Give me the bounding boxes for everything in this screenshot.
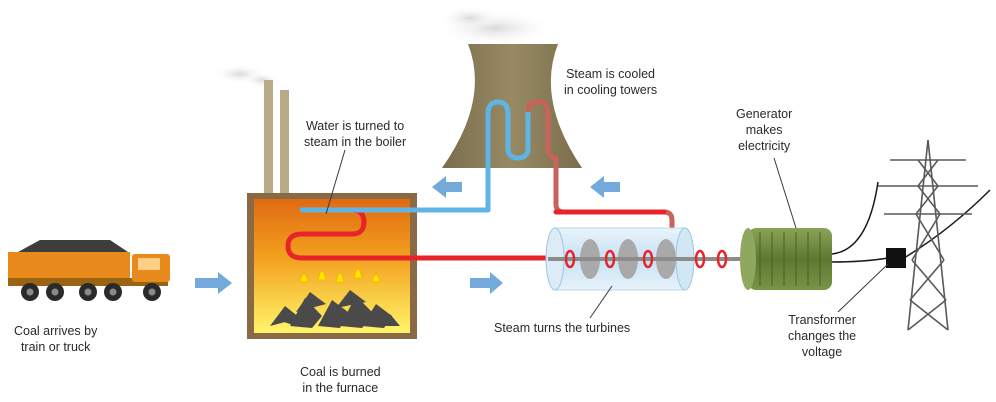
arrow-right-icon: [470, 272, 503, 294]
chimney: [264, 80, 289, 195]
leader-lines: [325, 149, 889, 319]
flames: [299, 268, 381, 283]
label-generator: Generator makes electricity: [736, 107, 793, 153]
coal-pile: [270, 290, 400, 328]
generator: [740, 228, 832, 290]
cool-pipe: [299, 99, 531, 213]
cooling-tower: [442, 44, 582, 168]
label-turbines: Steam turns the turbines: [494, 321, 631, 335]
turbine-steam-rings: [564, 249, 728, 269]
arrow-left-icon: [590, 176, 620, 198]
warm-pipe: [525, 99, 675, 239]
transformer: [886, 248, 906, 268]
pylon: [878, 139, 978, 331]
turbine: [545, 227, 748, 291]
flow-arrows: [195, 176, 620, 294]
arrow-left-icon: [432, 176, 462, 198]
coal-truck: [8, 240, 170, 301]
label-transformer: Transformer changes the voltage: [788, 313, 857, 359]
boiler-coil: [285, 207, 423, 261]
label-steam-cooled: Steam is cooled in cooling towers: [564, 67, 658, 97]
label-coal-burned: Coal is burned in the furnace: [300, 365, 381, 395]
label-water-steam: Water is turned to steam in the boiler: [304, 119, 407, 149]
tower-steam: [435, 6, 555, 46]
label-coal-arrives: Coal arrives by train or truck: [14, 324, 98, 354]
arrow-right-icon: [195, 272, 232, 294]
power-cables: [831, 181, 991, 263]
